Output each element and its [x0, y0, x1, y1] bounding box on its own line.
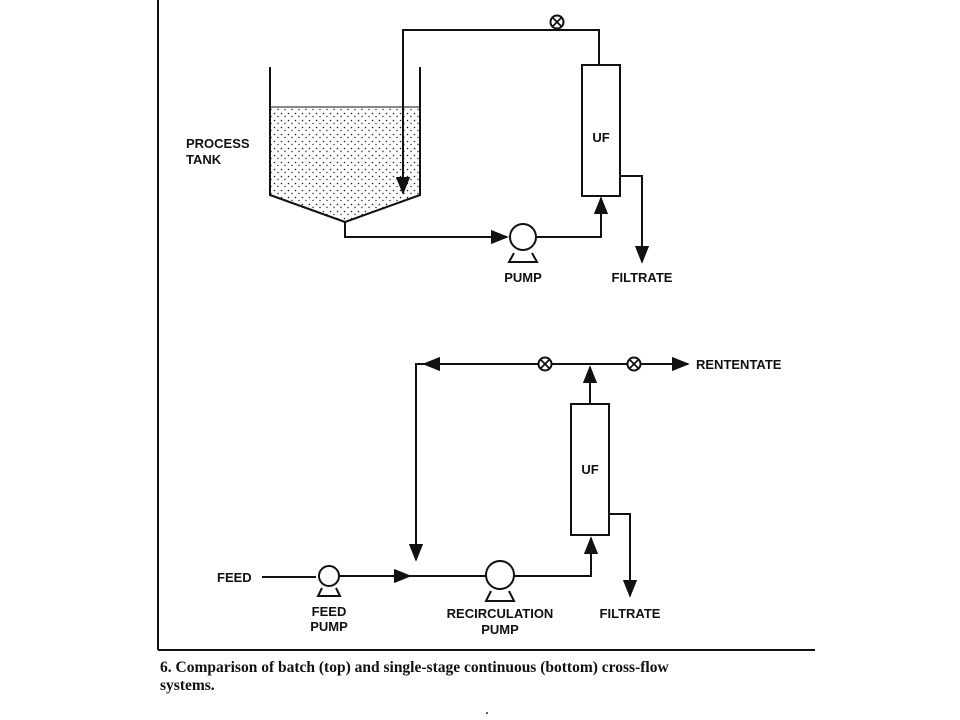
retentate-valve-icon [626, 356, 642, 372]
continuous-uf-module [570, 403, 610, 536]
process-tank-liquid [270, 107, 420, 222]
continuous-system [262, 356, 690, 602]
recirc-pump-label-line2: PUMP [481, 622, 519, 637]
recirc-return-line [408, 363, 590, 562]
retentate-label: RENTENTATE [696, 357, 782, 372]
batch-filtrate-line [620, 175, 650, 264]
batch-pump-icon [507, 223, 539, 263]
continuous-filtrate-line [609, 513, 638, 598]
process-tank-label-line2: TANK [186, 152, 222, 167]
batch-uf-module [581, 64, 621, 197]
figure-caption-line1: 6. Comparison of batch (top) and single-… [160, 659, 669, 676]
continuous-uf-label: UF [581, 462, 598, 477]
feed-pump-label-line1: FEED [312, 604, 347, 619]
batch-uf-label: UF [592, 130, 609, 145]
batch-filtrate-label: FILTRATE [612, 270, 673, 285]
feed-pump-label-line2: PUMP [310, 619, 348, 634]
continuous-filtrate-label: FILTRATE [600, 606, 661, 621]
recirc-pump-label-line1: RECIRCULATION [447, 606, 554, 621]
recirc-pump-to-uf-line [514, 536, 599, 577]
batch-pump-label: PUMP [504, 270, 542, 285]
tank-outlet-line [344, 222, 509, 245]
figure-caption-line2: systems. [160, 677, 215, 694]
pump-to-uf-line [536, 196, 609, 238]
process-tank-label-line1: PROCESS [186, 136, 250, 151]
stray-mark [486, 712, 488, 714]
return-valve-icon [549, 14, 565, 30]
recirculation-pump-icon [484, 560, 516, 602]
feed-label: FEED [217, 570, 252, 585]
return-line [395, 29, 600, 195]
batch-system [269, 14, 650, 264]
recirc-valve-icon [537, 356, 553, 372]
feed-pump-icon [316, 565, 342, 597]
